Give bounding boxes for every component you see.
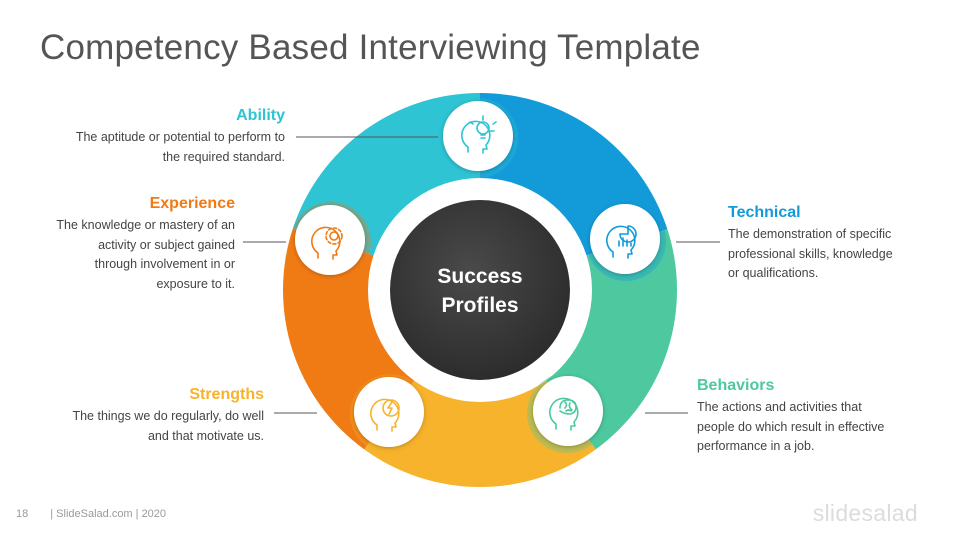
strengths-text: Strengths The things we do regularly, do… [20, 385, 264, 446]
strengths-node [350, 374, 430, 454]
technical-text: Technical The demonstration of specific … [728, 203, 948, 284]
ability-node [438, 98, 518, 178]
strengths-description: The things we do regularly, do well and … [72, 409, 264, 443]
experience-description: The knowledge or mastery of an activity … [56, 218, 235, 291]
page-number: 18 [16, 508, 29, 520]
behaviors-node [527, 373, 607, 453]
strengths-heading: Strengths [189, 386, 264, 403]
footer-text: | SlideSalad.com | 2020 [50, 508, 167, 520]
technical-heading: Technical [728, 204, 801, 221]
ability-text: Ability The aptitude or potential to per… [40, 106, 285, 167]
ability-description: The aptitude or potential to perform to … [75, 130, 285, 164]
behaviors-heading: Behaviors [697, 377, 775, 394]
experience-node [291, 202, 371, 282]
technical-node [586, 201, 666, 281]
head-chart-icon [606, 225, 637, 259]
center-label-line-1: Success [437, 265, 523, 288]
center-hub [390, 200, 570, 380]
brand-logo: slidesalad [812, 500, 918, 526]
footer: 18 | SlideSalad.com | 2020 [16, 508, 166, 520]
experience-heading: Experience [149, 195, 235, 212]
technical-description: The demonstration of specific profession… [728, 227, 893, 281]
center-label: Success Profiles [390, 262, 570, 320]
head-lightbulb-icon [461, 115, 497, 154]
experience-text: Experience The knowledge or mastery of a… [20, 194, 235, 294]
head-brain-icon [549, 397, 579, 431]
ability-heading: Ability [236, 107, 285, 124]
center-label-line-2: Profiles [441, 294, 519, 317]
slide-title: Competency Based Interviewing Template [40, 28, 701, 67]
head-lightning-icon [370, 398, 400, 432]
behaviors-text: Behaviors The actions and activities tha… [697, 376, 947, 457]
head-gear-icon [311, 226, 343, 260]
behaviors-description: The actions and activities that people d… [697, 400, 885, 454]
